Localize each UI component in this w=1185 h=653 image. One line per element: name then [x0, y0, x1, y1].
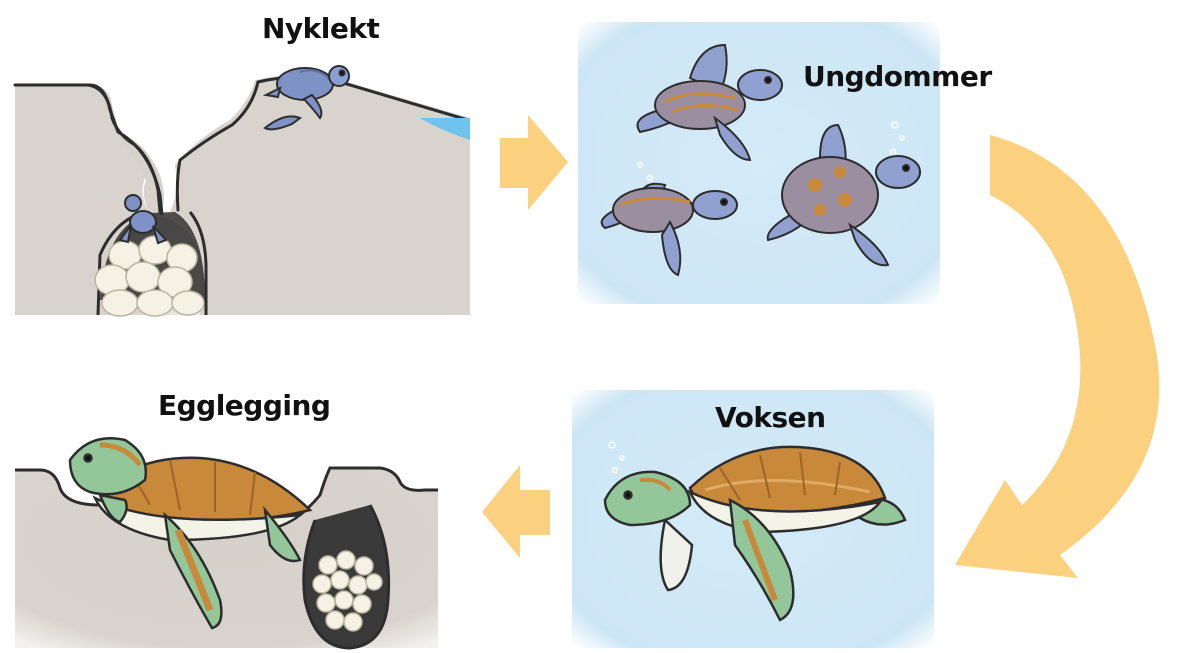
hatchling-panel — [15, 66, 470, 316]
egg-laying-panel — [15, 438, 438, 648]
arrow-juvenile-to-adult — [955, 135, 1159, 578]
arrow-hatchling-to-juvenile — [500, 115, 568, 210]
stage-label-adult: Voksen — [715, 401, 826, 434]
stage-label-juvenile: Ungdommer — [803, 60, 992, 93]
egg-clutch — [95, 236, 204, 316]
stage-label-hatchling: Nyklekt — [262, 12, 379, 45]
arrow-adult-to-egg-laying — [482, 465, 550, 558]
stage-label-egg-laying: Egglegging — [158, 389, 330, 422]
